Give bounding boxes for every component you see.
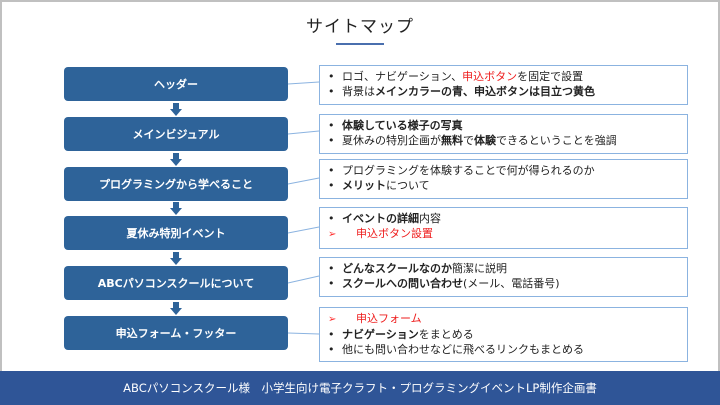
step-summer-event: 夏休み特別イベント	[64, 216, 288, 250]
step-label: メインビジュアル	[132, 128, 220, 141]
step-form-footer: 申込フォーム・フッター	[64, 316, 288, 350]
note-text-highlight: 申込ボタン設置	[356, 227, 433, 240]
step-label: プログラミングから学べること	[99, 178, 253, 191]
note-line: • 他にも問い合わせなどに飛べるリンクもまとめる	[328, 342, 679, 357]
arrow-bullet-icon: ➢	[328, 229, 337, 240]
note-text: 内容	[419, 212, 441, 225]
title-underline	[336, 43, 384, 45]
note-text-bold: 無料	[441, 134, 463, 147]
note-text-bold: ナビゲーション	[342, 328, 419, 341]
note-text-bold: スクールへの問い合わせ	[342, 277, 463, 290]
note-learn-programming: • プログラミングを体験することで何が得られるのか • メリットについて	[319, 159, 688, 199]
note-text: で	[463, 134, 474, 147]
note-text: ロゴ、ナビゲーション、	[342, 70, 463, 83]
bullet-icon: •	[328, 277, 335, 290]
step-label: ヘッダー	[154, 78, 198, 91]
note-text-bold: メインカラーの青、申込ボタンは目立つ黄色	[375, 85, 595, 98]
note-text: できるということを強調	[496, 134, 617, 147]
note-text: 夏休みの特別企画が	[342, 134, 441, 147]
bullet-icon: •	[328, 134, 335, 147]
down-arrow-icon	[170, 153, 182, 166]
note-text-bold: どんなスクールなのか	[342, 262, 452, 275]
note-text: (メール、電話番号)	[463, 277, 560, 290]
bullet-icon: •	[328, 179, 335, 192]
note-text: 簡潔に説明	[452, 262, 507, 275]
note-text: 他にも問い合わせなどに飛べるリンクもまとめる	[342, 343, 584, 356]
note-line: • 背景はメインカラーの青、申込ボタンは目立つ黄色	[328, 84, 679, 99]
down-arrow-icon	[170, 252, 182, 265]
note-line: • メリットについて	[328, 178, 679, 193]
bullet-icon: •	[328, 85, 335, 98]
note-text-bold: 体験している様子の写真	[342, 119, 463, 132]
note-text-highlight: 申込ボタン	[462, 70, 518, 83]
bullet-icon: •	[328, 343, 335, 356]
footer-banner: ABCパソコンスクール様 小学生向け電子クラフト・プログラミングイベントLP制作…	[0, 371, 720, 405]
step-label: 夏休み特別イベント	[126, 227, 226, 240]
bullet-icon: •	[328, 212, 335, 225]
note-line: • ロゴ、ナビゲーション、申込ボタンを固定で設置	[328, 69, 679, 84]
note-line: • 体験している様子の写真	[328, 118, 679, 133]
note-text-bold: イベントの詳細	[342, 212, 419, 225]
note-line: • スクールへの問い合わせ(メール、電話番号)	[328, 276, 679, 291]
note-line: • ナビゲーションをまとめる	[328, 327, 679, 342]
note-text: プログラミングを体験することで何が得られるのか	[342, 164, 595, 177]
note-line: • 夏休みの特別企画が無料で体験できるということを強調	[328, 133, 679, 148]
note-line: ➢ 申込フォーム	[328, 311, 679, 327]
note-text: 背景は	[342, 85, 375, 98]
note-line: ➢ 申込ボタン設置	[328, 226, 679, 242]
footer-text: ABCパソコンスクール様 小学生向け電子クラフト・プログラミングイベントLP制作…	[123, 381, 597, 395]
bullet-icon: •	[328, 70, 335, 83]
bullet-icon: •	[328, 262, 335, 275]
step-about-school: ABCパソコンスクールについて	[64, 266, 288, 300]
note-line: • プログラミングを体験することで何が得られるのか	[328, 163, 679, 178]
note-header: • ロゴ、ナビゲーション、申込ボタンを固定で設置 • 背景はメインカラーの青、申…	[319, 65, 688, 105]
note-text: をまとめる	[418, 328, 474, 341]
note-text-bold: メリット	[342, 179, 386, 192]
note-text-highlight: 申込フォーム	[356, 312, 422, 325]
step-main-visual: メインビジュアル	[64, 117, 288, 151]
arrow-bullet-icon: ➢	[328, 314, 337, 325]
step-label: ABCパソコンスクールについて	[97, 277, 255, 290]
step-label: 申込フォーム・フッター	[115, 327, 237, 340]
note-form-footer: ➢ 申込フォーム • ナビゲーションをまとめる • 他にも問い合わせなどに飛べる…	[319, 307, 688, 362]
note-text: を固定で設置	[517, 70, 584, 83]
page-title: サイトマップ	[306, 17, 414, 37]
note-text: について	[386, 179, 430, 192]
note-summer-event: • イベントの詳細内容 ➢ 申込ボタン設置	[319, 207, 688, 249]
bullet-icon: •	[328, 164, 335, 177]
note-text-bold: 体験	[474, 134, 496, 147]
bullet-icon: •	[328, 328, 335, 341]
note-line: • イベントの詳細内容	[328, 211, 679, 226]
note-main-visual: • 体験している様子の写真 • 夏休みの特別企画が無料で体験できるということを強…	[319, 114, 688, 154]
note-line: • どんなスクールなのか簡潔に説明	[328, 261, 679, 276]
step-header: ヘッダー	[64, 67, 288, 101]
down-arrow-icon	[170, 103, 182, 116]
down-arrow-icon	[170, 302, 182, 315]
step-learn-programming: プログラミングから学べること	[64, 167, 288, 201]
down-arrow-icon	[170, 202, 182, 215]
note-about-school: • どんなスクールなのか簡潔に説明 • スクールへの問い合わせ(メール、電話番号…	[319, 257, 688, 297]
bullet-icon: •	[328, 119, 335, 132]
